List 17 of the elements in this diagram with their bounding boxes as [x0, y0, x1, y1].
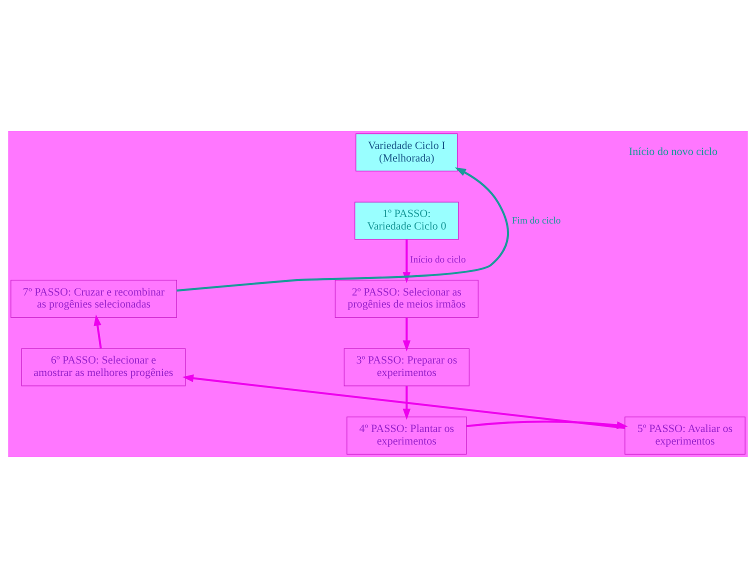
arrow	[402, 239, 411, 284]
arrow	[176, 167, 509, 292]
arrow	[182, 374, 625, 429]
node-box: 2º PASSO: Selecionar as progênies de meios irmãos	[334, 280, 478, 318]
node-box: 1º PASSO: Variedade Ciclo 0	[354, 202, 459, 240]
arrow	[94, 314, 102, 349]
label: Início do novo ciclo	[628, 146, 718, 158]
edge-label: Início do ciclo	[410, 254, 466, 266]
node-box: 6º PASSO: Selecionar e amostrar as melhores progênies	[21, 348, 186, 386]
node-box: Variedade Ciclo I (Melhorada)	[356, 133, 458, 172]
arrow	[402, 318, 411, 352]
node-box: 4º PASSO: Plantar os experimentos	[346, 416, 467, 455]
arrow	[402, 386, 411, 420]
edge-label: Fim do ciclo	[512, 215, 561, 226]
node-box: 5º PASSO: Avaliar os experimentos	[624, 416, 746, 455]
node-box: 7º PASSO: Cruzar e recombinar as progênies selecionadas	[10, 280, 177, 318]
node-box: 3º PASSO: Preparar os experimentos	[344, 348, 470, 386]
